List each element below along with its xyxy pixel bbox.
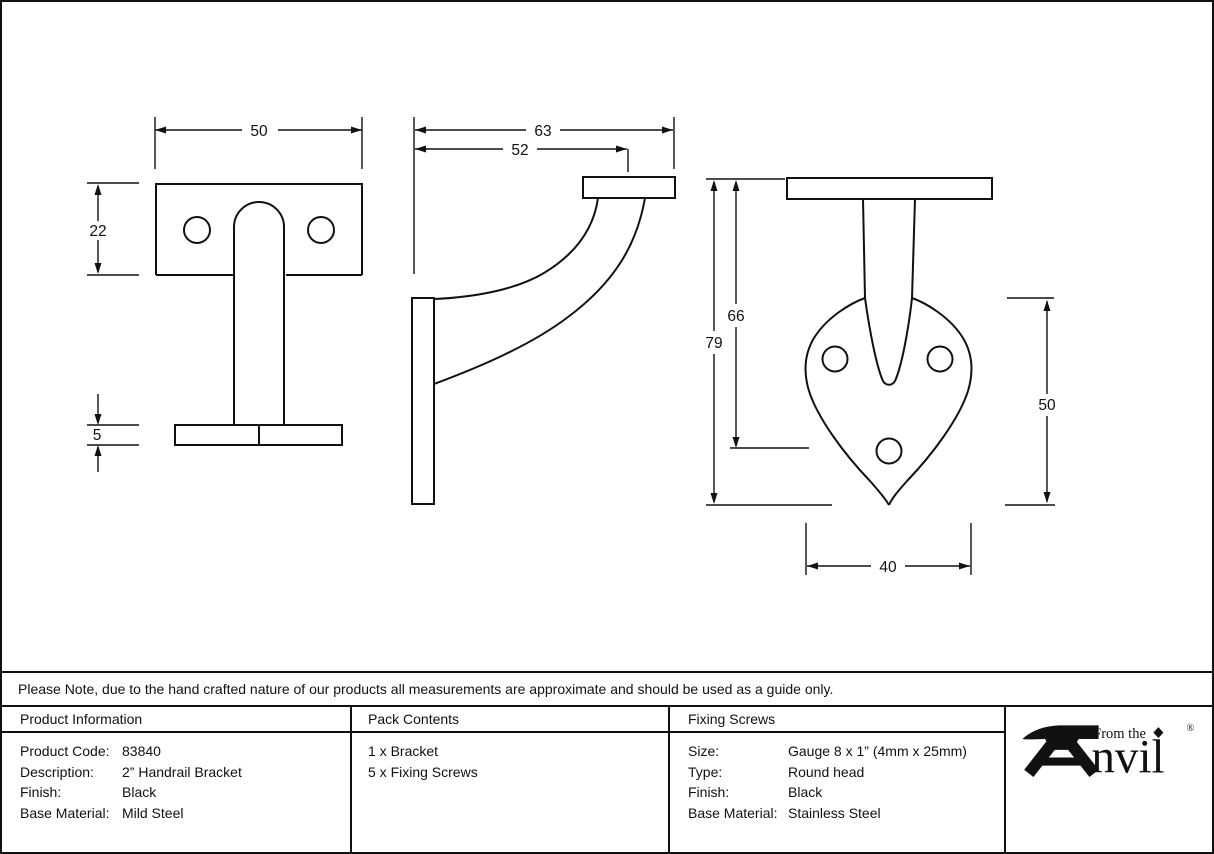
- front-backplate: [155, 183, 363, 275]
- front-screw-hole-right: [307, 216, 335, 244]
- back-screw-hole-left: [821, 345, 849, 373]
- back-plate-left-edge: [804, 297, 890, 506]
- screw-finish-label: Finish:: [688, 784, 730, 800]
- diamond-icon: [1153, 727, 1164, 739]
- finish-value: Black: [122, 784, 157, 800]
- table-row: Size: Gauge 8 x 1” (4mm x 25mm): [670, 741, 1004, 762]
- screw-base-material-value: Stainless Steel: [788, 804, 881, 821]
- screw-size-label: Size:: [688, 743, 720, 759]
- fixing-screws-column: Fixing Screws Size: Gauge 8 x 1” (4mm x …: [670, 707, 1006, 852]
- technical-drawing: 50 22: [2, 2, 1212, 671]
- screw-base-material-label: Base Material:: [688, 804, 778, 821]
- table-row: Base Material: Stainless Steel: [670, 803, 1004, 824]
- base-material-value: Mild Steel: [122, 804, 184, 821]
- table-row: Type: Round head: [670, 762, 1004, 783]
- measurement-note-text: Please Note, due to the hand crafted nat…: [18, 681, 834, 697]
- bracket-drawing-svg: 50 22: [87, 117, 1056, 576]
- list-item: 1 x Bracket: [368, 743, 439, 759]
- dim-fixing-height-label: 66: [727, 308, 744, 325]
- back-screw-hole-bottom: [875, 437, 903, 465]
- base-material-label: Base Material:: [20, 804, 110, 821]
- front-view: 50 22: [87, 117, 363, 472]
- front-stem: [233, 201, 285, 425]
- list-item: 5 x Fixing Screws: [368, 763, 478, 780]
- product-code-label: Product Code:: [20, 743, 110, 759]
- product-information-header: Product Information: [2, 707, 350, 733]
- table-row: Product Code: 83840: [2, 741, 350, 762]
- description-label: Description:: [20, 763, 94, 780]
- screw-finish-value: Black: [788, 784, 823, 800]
- finish-label: Finish:: [20, 784, 62, 800]
- side-wall-plate: [411, 297, 435, 505]
- dim-plate-height-label: 50: [1038, 397, 1056, 414]
- back-screw-hole-right: [926, 345, 954, 373]
- description-value: 2” Handrail Bracket: [122, 763, 242, 780]
- pack-contents-column: Pack Contents 1 x Bracket 5 x Fixing Scr…: [352, 707, 670, 852]
- screw-size-value: Gauge 8 x 1” (4mm x 25mm): [788, 743, 967, 759]
- dim-side-projection-label: 63: [534, 123, 551, 140]
- dim-plate-width-label: 40: [879, 559, 897, 576]
- side-saddle: [582, 176, 676, 199]
- brand-column: nvil From the ®: [1006, 707, 1212, 852]
- from-the-anvil-logo: nvil From the ®: [1022, 723, 1194, 777]
- measurement-note: Please Note, due to the hand crafted nat…: [2, 671, 1212, 707]
- screw-type-label: Type:: [688, 763, 723, 780]
- screw-type-value: Round head: [788, 763, 865, 780]
- dim-backplate-height-label: 22: [89, 223, 106, 240]
- back-saddle: [786, 177, 993, 200]
- product-info-table: Product Information Product Code: 83840 …: [2, 707, 1212, 852]
- dim-front-width-label: 50: [250, 123, 268, 140]
- side-view: 63 52: [411, 117, 676, 505]
- dim-side-inner-projection-label: 52: [511, 142, 528, 159]
- back-plate-right-edge: [888, 297, 973, 506]
- brand-letter-a: [1024, 731, 1099, 777]
- dim-saddle-thickness-label: 5: [93, 427, 102, 444]
- table-row: Description: 2” Handrail Bracket: [2, 762, 350, 783]
- table-row: Base Material: Mild Steel: [2, 803, 350, 824]
- pack-contents-header: Pack Contents: [352, 707, 668, 733]
- product-code-value: 83840: [122, 743, 161, 759]
- dim-overall-height-label: 79: [705, 335, 722, 352]
- product-information-column: Product Information Product Code: 83840 …: [2, 707, 352, 852]
- fixing-screws-header: Fixing Screws: [670, 707, 1004, 733]
- side-arm-upper-curve: [433, 197, 599, 300]
- back-stem-taper: [864, 297, 913, 386]
- brand-name-rest: nvil: [1091, 731, 1164, 777]
- registered-mark: ®: [1186, 723, 1194, 734]
- front-screw-hole-left: [183, 216, 211, 244]
- side-arm-lower-curve: [433, 197, 646, 385]
- table-row: Finish: Black: [2, 782, 350, 803]
- brand-prefix: From the: [1093, 726, 1146, 742]
- table-row: Finish: Black: [670, 782, 1004, 803]
- back-view: 79 66 50: [705, 177, 1056, 576]
